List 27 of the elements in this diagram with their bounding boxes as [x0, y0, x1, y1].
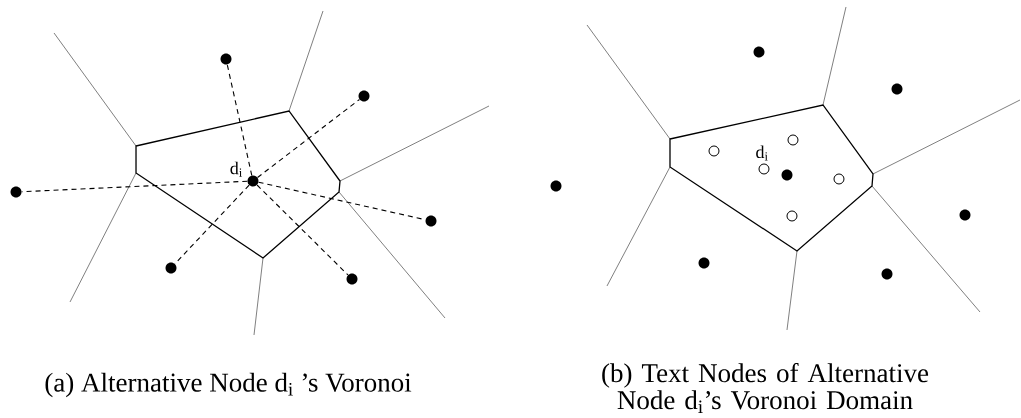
point-label: d$_{i}$	[230, 161, 243, 177]
point	[891, 83, 903, 95]
point	[165, 262, 177, 274]
point	[758, 163, 770, 175]
point	[786, 210, 798, 222]
point	[247, 175, 259, 187]
point	[10, 186, 22, 198]
point	[425, 215, 437, 227]
dashed-line	[21, 180, 248, 193]
dashed-line	[257, 98, 361, 179]
point	[881, 268, 893, 280]
point	[698, 257, 710, 269]
point	[358, 90, 370, 102]
point-label: d$_{i}$	[756, 145, 768, 161]
point	[787, 134, 799, 146]
point	[220, 53, 232, 65]
point	[708, 145, 720, 157]
point	[550, 180, 562, 192]
point	[781, 169, 793, 181]
dashed-line	[226, 64, 253, 176]
point	[959, 209, 971, 221]
caption: (b) Text Nodes of Alternative Node d$_{i}$’s Voronoi Domain	[602, 363, 929, 413]
dashed-line	[256, 184, 349, 276]
point	[346, 273, 358, 285]
point	[833, 173, 845, 185]
caption: (a) Alternative Node d$_{i}$ ’s Voronoi	[45, 372, 412, 398]
point	[753, 46, 765, 58]
